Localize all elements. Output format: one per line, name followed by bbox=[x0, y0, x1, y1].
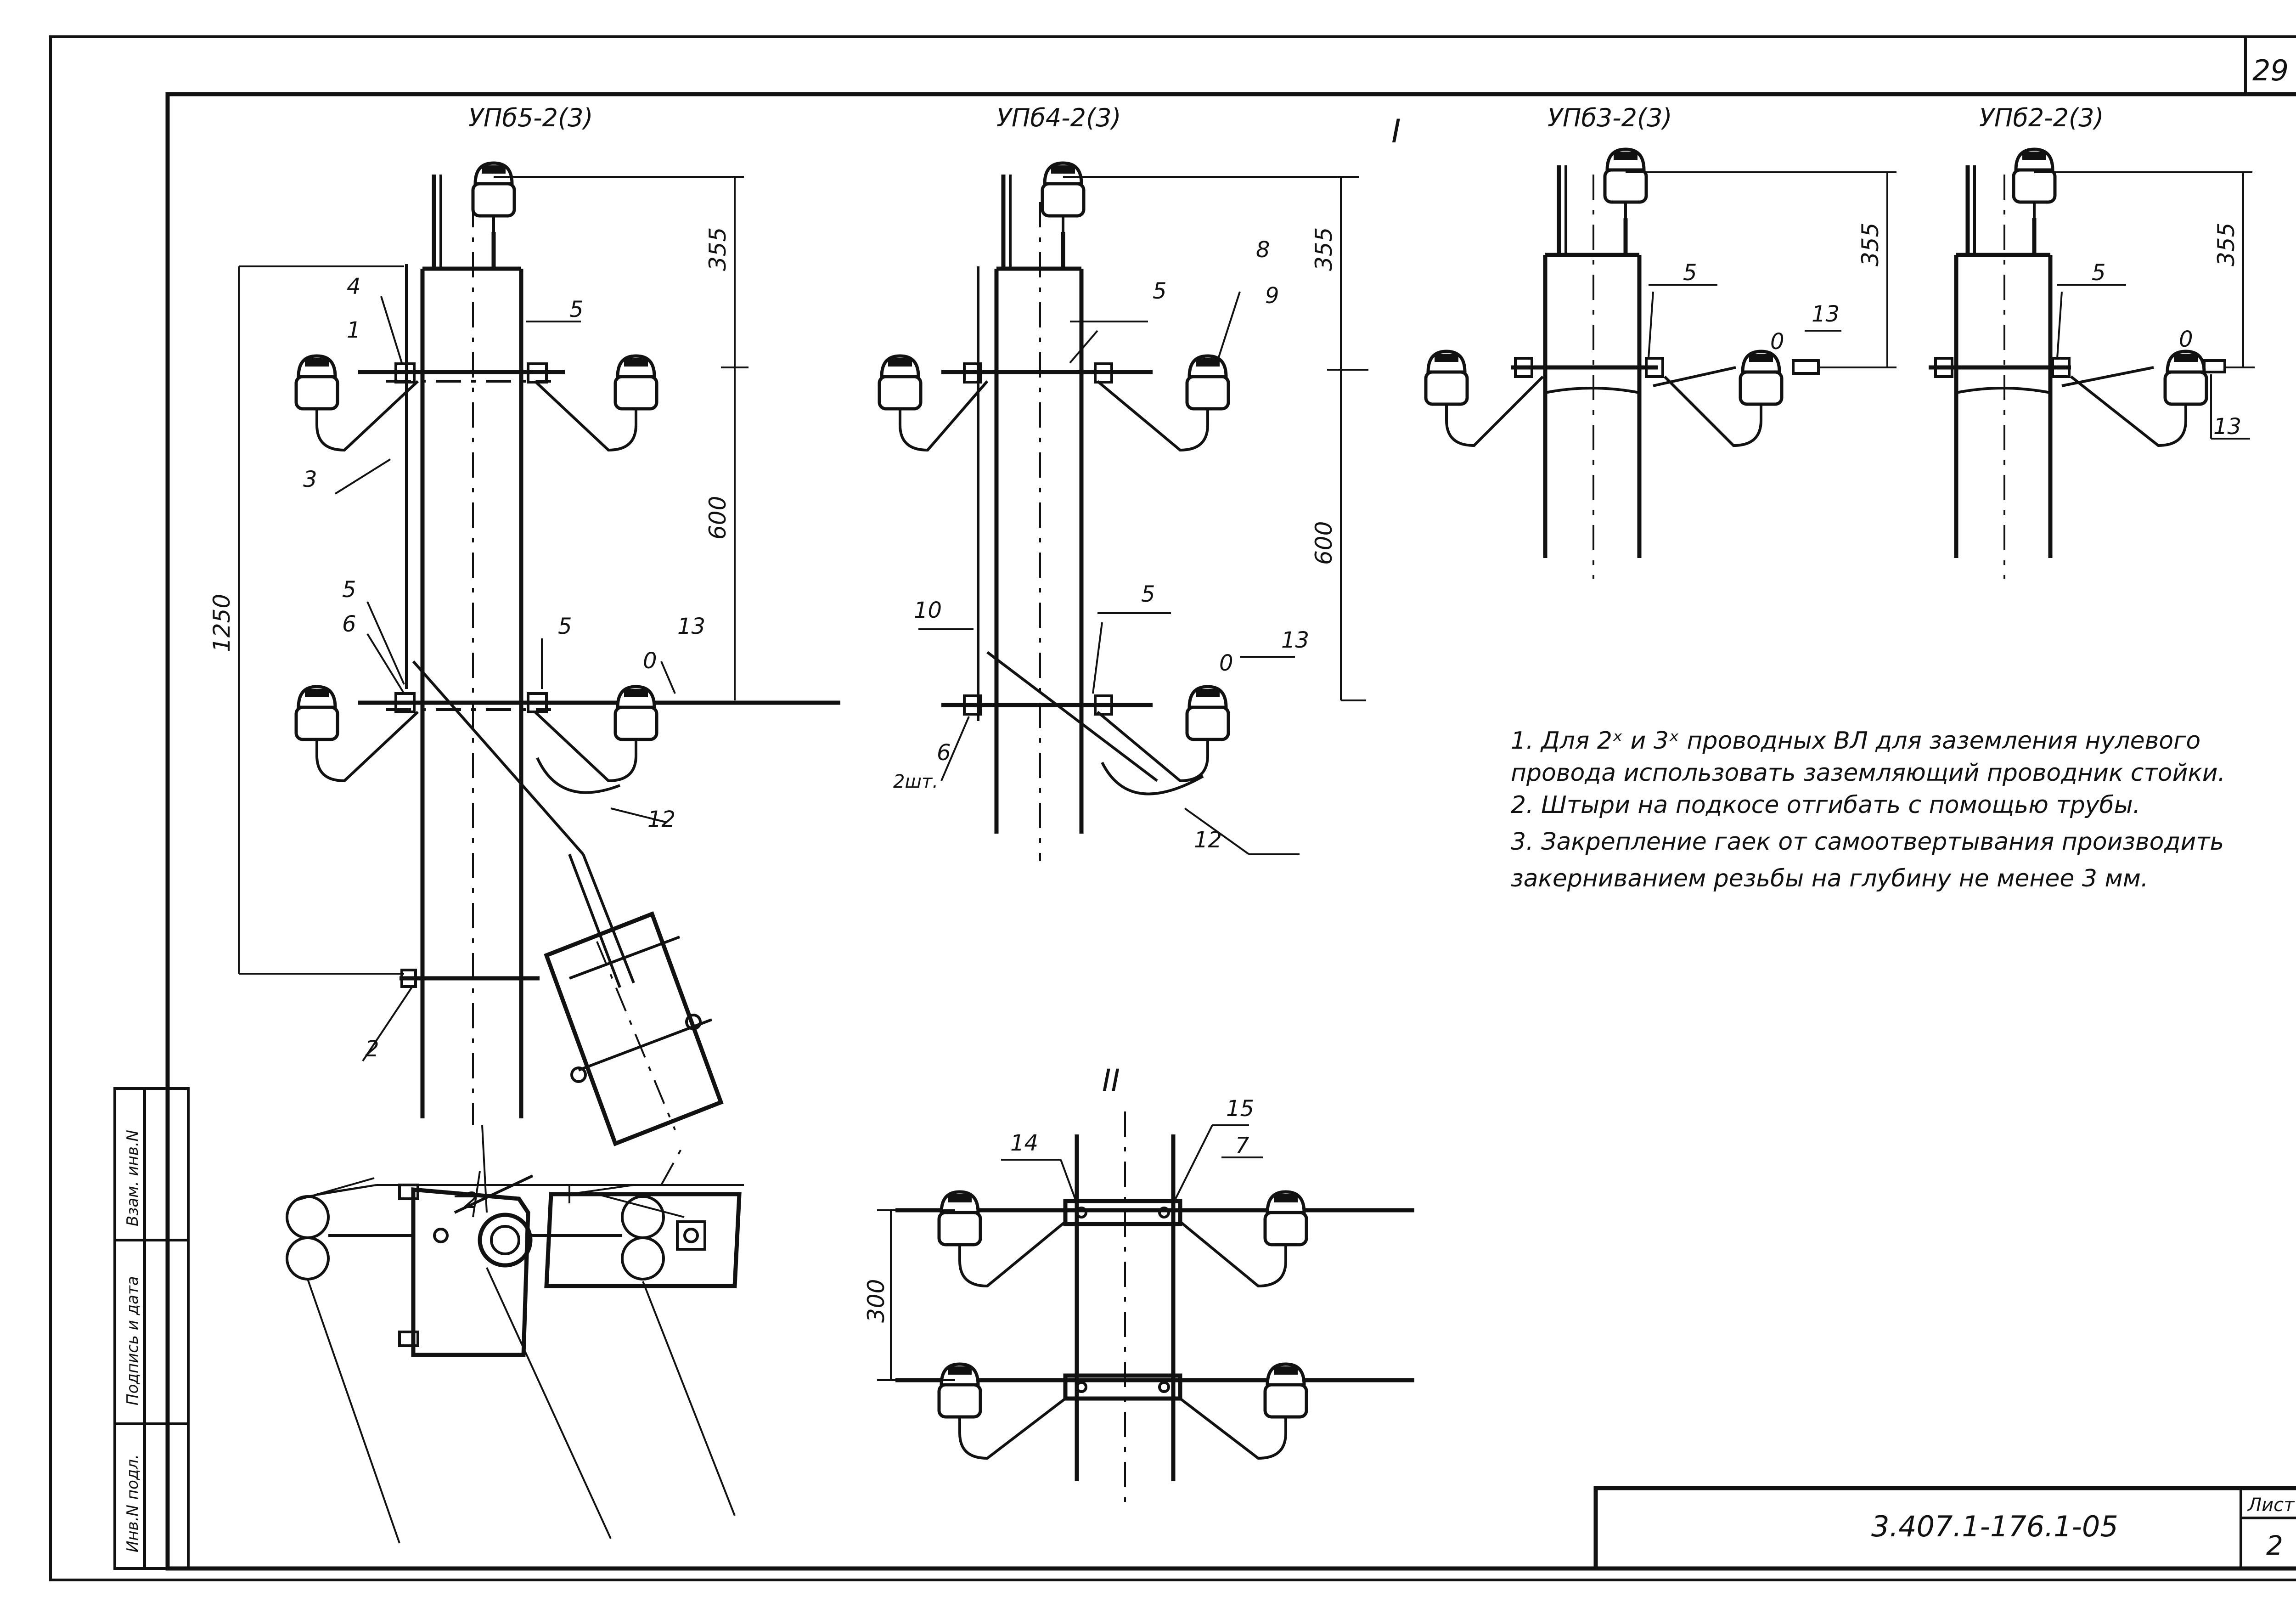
sheet-number: 29 bbox=[2252, 54, 2289, 87]
dim-355-upb4: 355 bbox=[1311, 227, 1337, 271]
drawing-code: 3.407.1-176.1-05 bbox=[1871, 1510, 2118, 1543]
callout-5c-upb5: 5 bbox=[558, 614, 572, 639]
callout-10-upb4: 10 bbox=[914, 598, 942, 623]
callout-12-upb4: 12 bbox=[1194, 827, 1222, 853]
callout-0-upb2: 0 bbox=[2179, 327, 2193, 352]
title-upb3: УПб3-2(3) bbox=[1548, 103, 1672, 132]
callout-2-upb5: 2 bbox=[365, 1036, 379, 1062]
callout-0-upb5: 0 bbox=[643, 648, 657, 674]
stamp-inv-podl: Инв.N подл. bbox=[124, 1454, 142, 1552]
callout-0-upb4: 0 bbox=[1219, 650, 1233, 676]
title-upb4: УПб4-2(3) bbox=[996, 103, 1121, 132]
list-number: 2 bbox=[2266, 1530, 2283, 1561]
dim-600-upb5: 600 bbox=[704, 496, 731, 540]
title-upb2: УПб2-2(3) bbox=[1979, 103, 2104, 132]
callout-5b-upb5: 5 bbox=[342, 577, 356, 603]
note-2: 2. Штыри на подкосе отгибать с помощью т… bbox=[1511, 791, 2140, 819]
sheet-frame bbox=[49, 35, 2296, 1581]
note-3b: закерниванием резьбы на глубину не менее… bbox=[1511, 865, 2148, 892]
dim-1250-upb5: 1250 bbox=[208, 594, 235, 652]
callout-0-upb3: 0 bbox=[1770, 329, 1784, 355]
callout-9-upb4: 9 bbox=[1265, 283, 1279, 309]
stamp-vzam-inv: Взам. инв.N bbox=[124, 1130, 142, 1226]
callout-3-upb5: 3 bbox=[303, 467, 317, 492]
dim-600-upb4: 600 bbox=[1311, 521, 1337, 565]
stamp-podp-data: Подпись и дата bbox=[124, 1276, 142, 1405]
dim-355-upb3: 355 bbox=[1857, 223, 1884, 266]
plan-view bbox=[286, 1125, 744, 1544]
callout-5-upb3: 5 bbox=[1683, 260, 1697, 286]
upb3-assembly bbox=[1426, 149, 1896, 579]
view-II-assembly bbox=[877, 1111, 1414, 1504]
notes-block: 1. Для 2ˣ и 3ˣ проводных ВЛ для заземлен… bbox=[1511, 727, 2225, 892]
callout-8-upb4: 8 bbox=[1256, 237, 1270, 263]
title-view-I: I bbox=[1391, 113, 1401, 150]
callout-6-upb5: 6 bbox=[342, 611, 356, 637]
callout-13-upb5: 13 bbox=[677, 614, 705, 639]
callout-13-upb2: 13 bbox=[2213, 414, 2241, 440]
callout-12-upb5: 12 bbox=[647, 807, 675, 832]
upb5-assembly bbox=[238, 163, 840, 1146]
title-upb5: УПб5-2(3) bbox=[468, 103, 593, 132]
note-3a: 3. Закрепление гаек от самоотвертывания … bbox=[1511, 828, 2224, 856]
note-1a: 1. Для 2ˣ и 3ˣ проводных ВЛ для заземлен… bbox=[1511, 727, 2200, 755]
callout-7-viewII: 7 bbox=[1235, 1133, 1249, 1158]
callout-6-qty-upb4: 2шт. bbox=[893, 771, 938, 792]
callout-6-upb4: 6 bbox=[937, 740, 951, 766]
callout-1-upb5: 1 bbox=[347, 317, 361, 343]
title-view-II: II bbox=[1102, 1063, 1120, 1098]
callout-5a-upb5: 5 bbox=[569, 297, 584, 322]
upb4-assembly bbox=[879, 163, 1368, 861]
dim-300-viewII: 300 bbox=[863, 1279, 889, 1323]
callout-5a-upb4: 5 bbox=[1153, 278, 1167, 304]
list-label: Лист bbox=[2247, 1495, 2295, 1516]
dim-355-upb2: 355 bbox=[2213, 223, 2240, 266]
callout-2-plan: 2 bbox=[464, 1188, 478, 1213]
callout-14-viewII: 14 bbox=[1010, 1130, 1038, 1156]
callout-15-viewII: 15 bbox=[1226, 1096, 1254, 1122]
callout-5-upb2: 5 bbox=[2092, 260, 2106, 286]
callout-13-upb3: 13 bbox=[1812, 301, 1840, 327]
dim-355-upb5: 355 bbox=[704, 227, 731, 271]
callout-13-upb4: 13 bbox=[1281, 627, 1309, 653]
callout-4-upb5: 4 bbox=[347, 274, 361, 299]
note-1b: провода использовать заземляющий проводн… bbox=[1511, 759, 2225, 787]
callout-5b-upb4: 5 bbox=[1141, 581, 1155, 607]
upb2-assembly bbox=[1929, 149, 2255, 579]
